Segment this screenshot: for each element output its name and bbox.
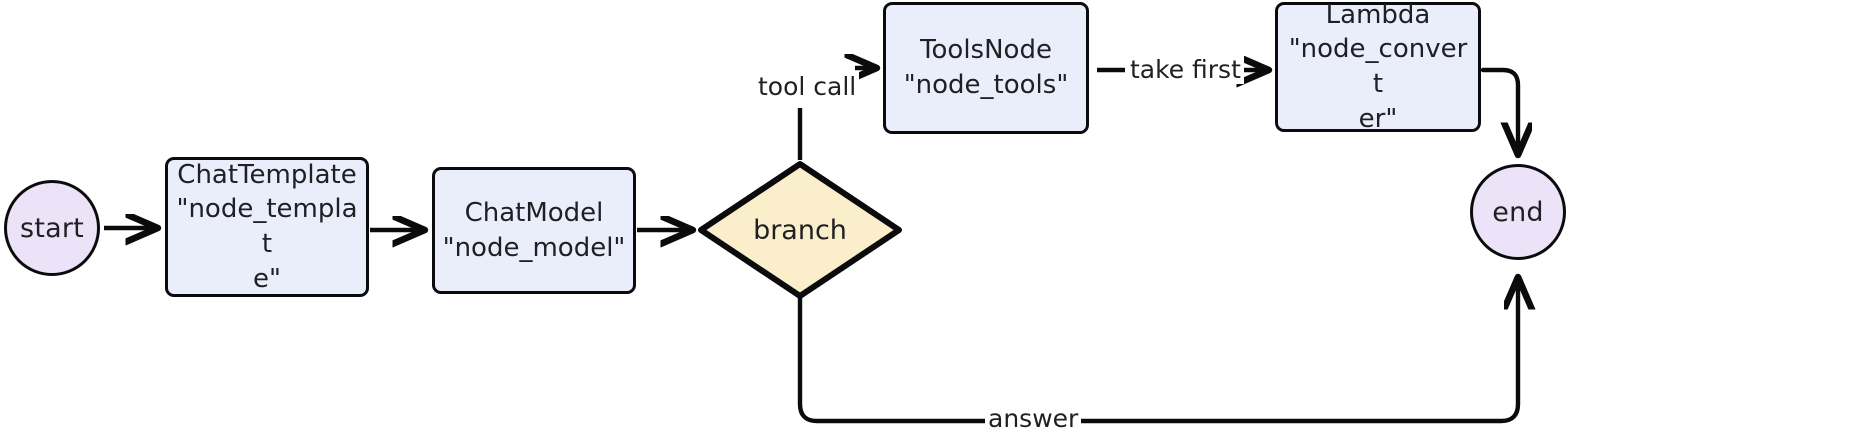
diamond-shape — [697, 160, 903, 300]
node-lambda-text: Lambda "node_convert er" — [1284, 0, 1472, 136]
node-chat-model-line1: ChatModel — [464, 197, 604, 228]
node-chat-template-text: ChatTemplate "node_templat e" — [174, 158, 360, 296]
node-chat-template-line3: e" — [253, 263, 281, 294]
edge-label-take-first: take first — [1127, 55, 1244, 84]
node-lambda-converter[interactable]: Lambda "node_convert er" — [1275, 0, 1481, 134]
edge-label-answer: answer — [985, 404, 1082, 433]
node-lambda-line2: "node_convert — [1288, 34, 1468, 99]
node-chat-model[interactable]: ChatModel "node_model" — [432, 167, 636, 294]
node-branch[interactable]: branch — [697, 160, 903, 300]
node-tools-text: ToolsNode "node_tools" — [892, 33, 1080, 102]
node-end[interactable]: end — [1470, 164, 1566, 260]
node-branch-label: branch — [753, 214, 847, 246]
edge-branch-to-end-answer — [797, 278, 1518, 424]
node-chat-template[interactable]: ChatTemplate "node_templat e" — [165, 157, 369, 297]
node-tools-line1: ToolsNode — [920, 35, 1052, 66]
node-chat-model-text: ChatModel "node_model" — [441, 196, 627, 265]
node-start-label: start — [20, 212, 84, 244]
edge-label-tool-call: tool call — [755, 72, 860, 101]
node-tools[interactable]: ToolsNode "node_tools" — [883, 2, 1089, 134]
node-lambda-line1: Lambda — [1325, 0, 1431, 30]
edge-lambda-to-end — [1480, 67, 1518, 154]
node-end-label: end — [1492, 196, 1544, 228]
node-lambda-line3: er" — [1358, 103, 1398, 134]
node-chat-model-line2: "node_model" — [442, 232, 626, 263]
node-start[interactable]: start — [4, 180, 100, 276]
node-chat-template-line2: "node_templat — [176, 194, 358, 259]
node-tools-line2: "node_tools" — [903, 70, 1069, 100]
node-chat-template-line1: ChatTemplate — [177, 159, 357, 190]
